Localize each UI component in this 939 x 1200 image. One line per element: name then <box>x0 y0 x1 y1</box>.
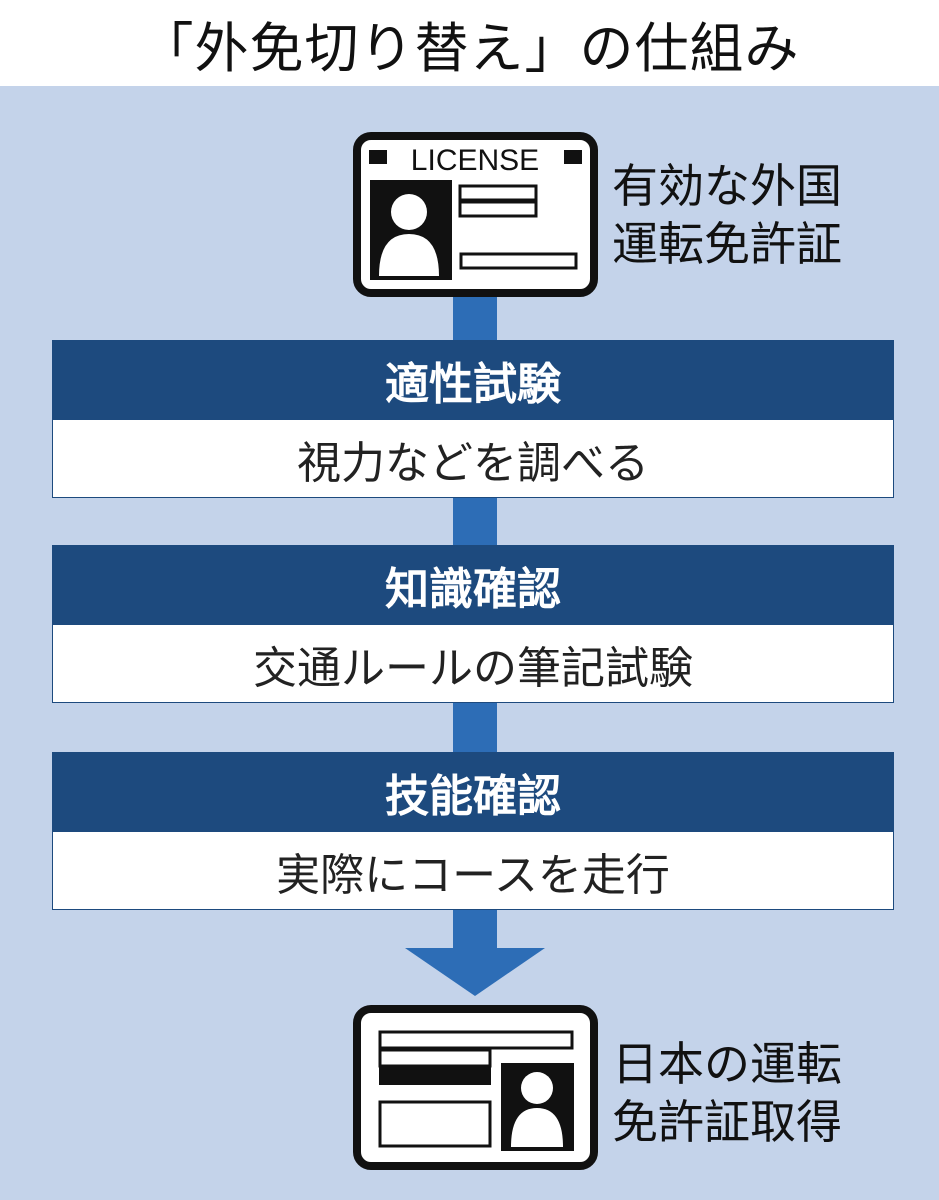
arrow-shaft <box>453 908 497 950</box>
license-card-label: LICENSE <box>411 144 539 177</box>
start-caption: 有効な外国 運転免許証 <box>612 159 842 271</box>
connector-line <box>453 295 497 340</box>
end-caption: 日本の運転 免許証取得 <box>612 1037 842 1149</box>
step-3-title: 技能確認 <box>52 752 894 832</box>
connector-line <box>453 703 497 752</box>
connector-line <box>453 497 497 545</box>
down-arrow-icon <box>405 948 545 996</box>
step-2-title: 知識確認 <box>52 545 894 625</box>
step-1-title: 適性試験 <box>52 340 894 420</box>
japanese-license-card-icon <box>353 1005 598 1170</box>
step-2-description: 交通ルールの筆記試験 <box>52 625 894 703</box>
step-1-description: 視力などを調べる <box>52 420 894 498</box>
license-card-icon: LICENSE <box>353 132 598 297</box>
diagram-title: 「外免切り替え」の仕組み <box>139 16 800 80</box>
step-3-description: 実際にコースを走行 <box>52 832 894 910</box>
